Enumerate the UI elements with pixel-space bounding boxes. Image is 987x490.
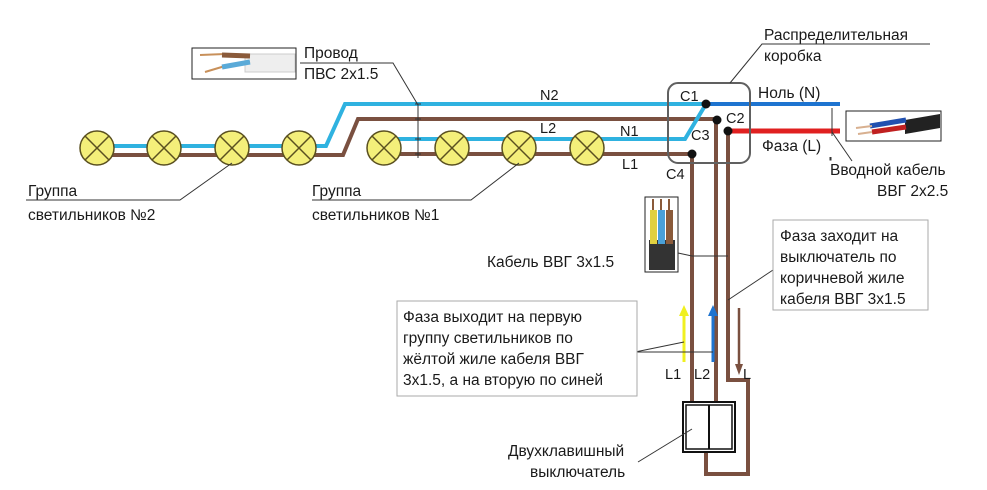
label-phase-in: Фаза (L): [762, 138, 821, 155]
label-cable-vvg: Кабель ВВГ 3х1.5: [487, 254, 614, 271]
callout-lines: [26, 43, 930, 463]
label-wire-l1: L1: [622, 157, 638, 173]
label-wire-pvs-line2: ПВС 2х1.5: [304, 66, 378, 83]
lamp: [434, 130, 470, 166]
lamp: [214, 130, 250, 166]
cable-photo-vvg-input: [845, 110, 942, 142]
junction-box: [667, 82, 751, 164]
label-switch-line1: Двухклавишный: [508, 443, 624, 460]
connection-dot-c1: [701, 99, 711, 109]
label-switch-l2: L2: [694, 367, 710, 383]
note-phase-out-line3: жёлтой жиле кабеля ВВГ: [403, 351, 585, 368]
arrow-up-yellow-icon: [679, 305, 689, 362]
label-junction-box-line2: коробка: [764, 48, 822, 65]
wire-n1: [384, 102, 708, 141]
label-switch-line2: выключатель: [530, 464, 625, 481]
connection-dot-c2: [723, 126, 733, 136]
note-phase-in-line2: выключатель по: [780, 249, 897, 266]
cable-photo-vvg-3x15: [644, 196, 679, 273]
label-input-cable-line2: ВВГ 2х2.5: [877, 183, 948, 200]
label-group1-line2: светильников №1: [312, 207, 439, 224]
cable-photo-pvs: [191, 47, 297, 80]
label-connection-c4: C4: [666, 167, 685, 183]
lamp: [569, 130, 605, 166]
label-neutral-in: Ноль (N): [758, 85, 820, 102]
lamp-group-1: [366, 130, 605, 166]
label-group2-line2: светильников №2: [28, 207, 155, 224]
label-input-cable-line1: Вводной кабель: [830, 162, 946, 179]
note-box-phase-in: [772, 219, 929, 311]
label-switch-l: L: [743, 367, 751, 383]
label-wire-l2: L2: [540, 121, 556, 137]
note-phase-out-line4: 3х1.5, а на вторую по синей: [403, 372, 603, 389]
lamp-group-2: [79, 130, 317, 166]
lamp: [366, 130, 402, 166]
note-phase-in-line1: Фаза заходит на: [780, 228, 899, 245]
label-wire-pvs-line1: Провод: [304, 45, 358, 62]
connection-dot-c3: [712, 115, 722, 125]
note-phase-out-line1: Фаза выходит на первую: [403, 309, 582, 326]
note-box-phase-out: [396, 300, 638, 397]
label-wire-n2: N2: [540, 88, 559, 104]
arrow-up-blue-icon: [708, 305, 718, 362]
label-group1-line1: Группа: [312, 183, 362, 200]
label-switch-l1: L1: [665, 367, 681, 383]
wire-switch-l: [704, 131, 750, 476]
label-group2-line1: Группа: [28, 183, 78, 200]
label-connection-c3: C3: [691, 128, 710, 144]
label-connection-c1: C1: [680, 89, 699, 105]
lamp: [501, 130, 537, 166]
lamp: [79, 130, 115, 166]
wire-tick-marks: [415, 103, 421, 155]
double-switch: [682, 401, 736, 453]
label-junction-box-line1: Распределительная: [764, 27, 908, 44]
arrow-down-brown-icon: [735, 308, 743, 375]
connection-dot-c4: [687, 149, 697, 159]
label-connection-c2: C2: [726, 111, 745, 127]
note-phase-in-line4: кабеля ВВГ 3х1.5: [780, 291, 906, 308]
label-wire-n1: N1: [620, 124, 639, 140]
lamp: [146, 130, 182, 166]
wire-n2: [98, 102, 706, 148]
note-phase-out-line2: группу светильников по: [403, 330, 573, 347]
lamp: [281, 130, 317, 166]
note-phase-in-line3: коричневой жиле: [780, 270, 904, 287]
